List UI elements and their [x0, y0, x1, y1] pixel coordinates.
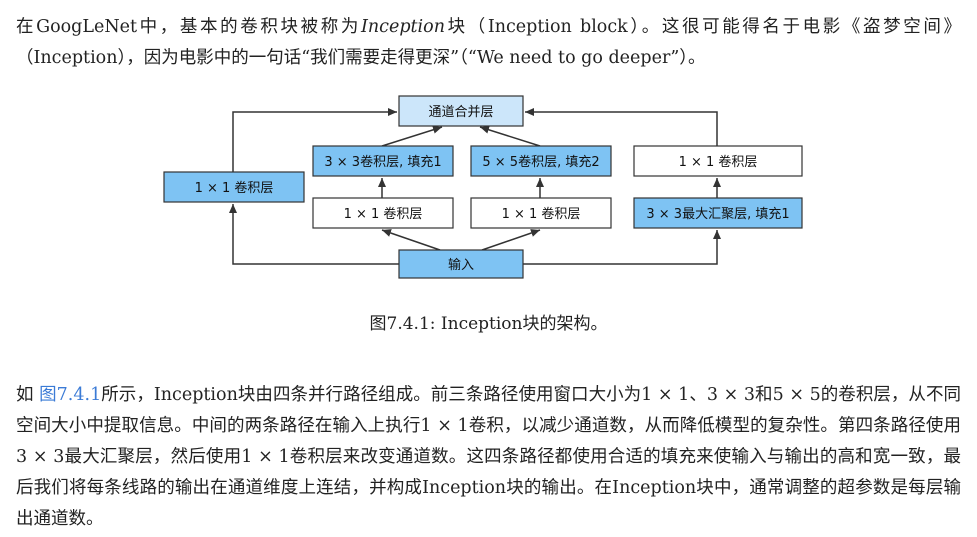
node-path4-conv1-label: 1 × 1 卷积层	[679, 154, 758, 170]
node-path4-conv1: 1 × 1 卷积层	[633, 145, 803, 177]
edge-input-to-path3	[481, 229, 541, 251]
edge-input-to-path1	[229, 204, 399, 265]
node-path3-conv5-label: 5 × 5卷积层, 填充2	[482, 154, 599, 170]
figure-reference-link[interactable]: 图7.4.1	[39, 385, 102, 405]
node-path2-conv1-label: 1 × 1 卷积层	[344, 206, 423, 222]
node-path3-conv1: 1 × 1 卷积层	[470, 197, 612, 229]
node-path2-conv3-label: 3 × 3卷积层, 填充1	[324, 154, 441, 170]
node-concat: 通道合并层	[398, 95, 524, 127]
intro-text-1: 在GoogLeNet中，基本的卷积块被称为	[16, 17, 361, 37]
node-path4-pool-label: 3 × 3最大汇聚层, 填充1	[646, 206, 789, 222]
edge-input-to-path4	[523, 230, 721, 265]
node-path2-conv3-box	[312, 145, 454, 177]
body-paragraph: 如 图7.4.1所示，Inception块由四条并行路径组成。前三条路径使用窗口…	[16, 380, 961, 535]
intro-emphasis: Inception	[360, 17, 445, 37]
edge-path2-to-concat	[381, 125, 443, 147]
node-path3-conv5: 5 × 5卷积层, 填充2	[470, 145, 612, 177]
node-path4-pool-box	[633, 197, 803, 229]
node-concat-box	[398, 95, 524, 127]
node-path1-conv1-box	[163, 171, 305, 203]
node-input-label: 输入	[448, 257, 474, 273]
node-path3-conv1-box	[470, 197, 612, 229]
node-input-box	[398, 249, 524, 279]
node-path4-conv1-box	[633, 145, 803, 177]
edge-path3-to-concat	[479, 125, 541, 147]
edge-path4-to-concat	[525, 108, 718, 146]
node-input: 输入	[398, 249, 524, 279]
node-path2-conv1: 1 × 1 卷积层	[312, 197, 454, 229]
diagram-edges	[229, 108, 721, 265]
node-path1-conv1-label: 1 × 1 卷积层	[195, 180, 274, 196]
node-path2-conv1-box	[312, 197, 454, 229]
node-path4-pool: 3 × 3最大汇聚层, 填充1	[633, 197, 803, 229]
body-prefix: 如	[16, 385, 40, 405]
edge-path1-to-concat	[232, 108, 397, 172]
figure-caption: 图7.4.1: Inception块的架构。	[369, 314, 608, 334]
edge-input-to-path2	[381, 229, 441, 251]
node-path2-conv3: 3 × 3卷积层, 填充1	[312, 145, 454, 177]
node-path3-conv5-box	[470, 145, 612, 177]
intro-text-2: 块（Inception block）。这很可能得名于电影《盗梦空间》（Incep…	[16, 17, 961, 68]
inception-diagram: 通道合并层 1 × 1 卷积层 3 × 3卷积层, 填充1 1 × 1 卷积层 …	[163, 95, 803, 279]
intro-paragraph: 在GoogLeNet中，基本的卷积块被称为Inception块（Inceptio…	[16, 12, 961, 74]
body-text: 所示，Inception块由四条并行路径组成。前三条路径使用窗口大小为1 × 1…	[16, 385, 961, 529]
node-path3-conv1-label: 1 × 1 卷积层	[502, 206, 581, 222]
node-path1-conv1: 1 × 1 卷积层	[163, 171, 305, 203]
node-concat-label: 通道合并层	[428, 105, 493, 120]
